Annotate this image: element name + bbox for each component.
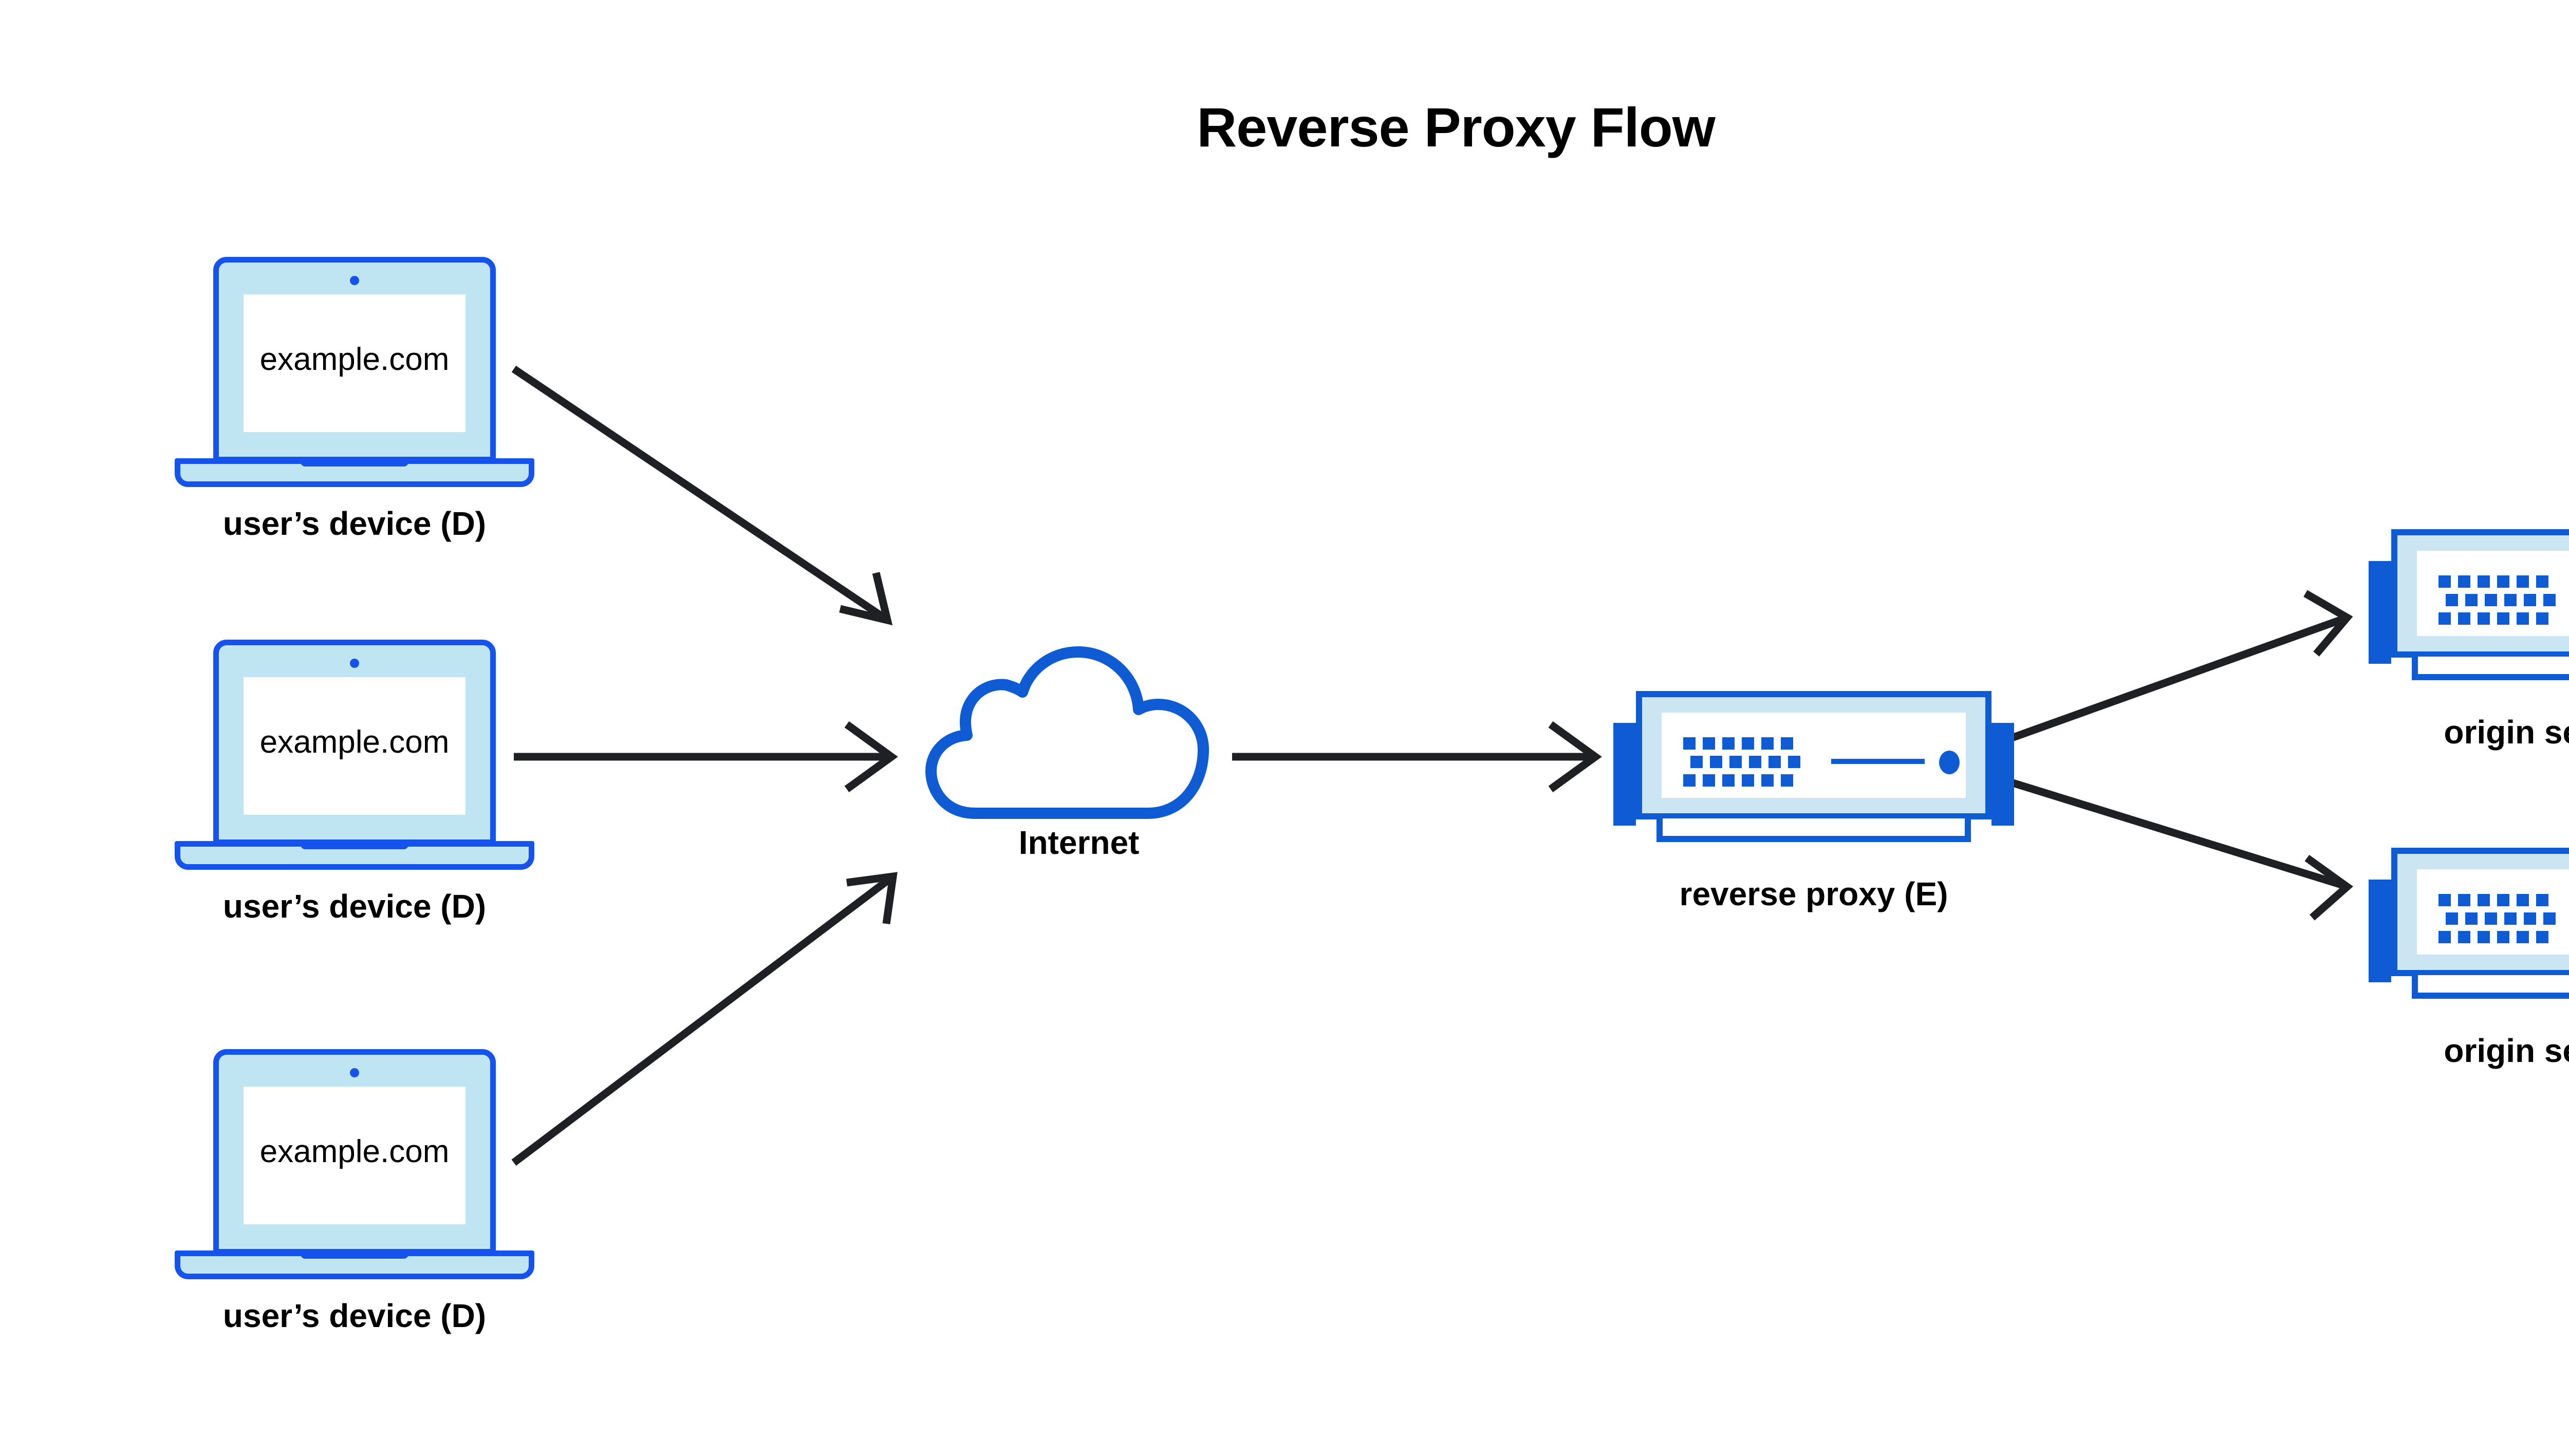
server-vent-dots xyxy=(1683,737,1801,787)
reverse-proxy-caption: reverse proxy (E) xyxy=(1679,875,1948,912)
laptop-trackpad-notch xyxy=(301,1249,408,1259)
laptop-icon: example.com xyxy=(175,1049,534,1285)
server-tab-left xyxy=(2369,880,2391,982)
server-tab-left xyxy=(1613,723,1636,826)
arrow-client3-to-internet xyxy=(511,872,898,1166)
laptop-lid: example.com xyxy=(213,1049,496,1255)
server-stand xyxy=(2412,657,2569,680)
internet-node[interactable]: Internet xyxy=(920,640,1238,861)
origin-server-node-2[interactable]: origin server (F) xyxy=(2369,848,2569,1069)
laptop-screen: example.com xyxy=(244,294,466,432)
laptop-camera-icon xyxy=(350,276,359,285)
client-caption-1: user’s device (D) xyxy=(222,505,487,542)
server-icon xyxy=(2369,529,2569,699)
laptop-trackpad-notch xyxy=(301,840,408,849)
server-body xyxy=(2391,529,2569,658)
client-node-2[interactable]: example.com user’s device (D) xyxy=(175,640,534,927)
laptop-screen-url: example.com xyxy=(259,341,450,377)
cloud-icon xyxy=(925,646,1209,819)
laptop-lid: example.com xyxy=(213,640,496,845)
client-node-3[interactable]: example.com user’s device (D) xyxy=(175,1049,534,1337)
server-vent-dots xyxy=(2438,575,2557,625)
laptop-screen-url: example.com xyxy=(259,724,450,760)
arrow-proxy-to-origin2 xyxy=(2005,777,2354,921)
client-caption-3: user’s device (D) xyxy=(222,1297,487,1334)
server-status-led-icon xyxy=(1939,751,1960,774)
arrow-client1-to-internet xyxy=(511,365,893,626)
server-icon xyxy=(2369,848,2569,1017)
arrow-client2-to-internet xyxy=(514,721,898,793)
server-slot-line xyxy=(1831,759,1925,764)
server-front-panel xyxy=(2417,551,2569,636)
laptop-camera-icon xyxy=(350,659,359,668)
internet-caption: Internet xyxy=(1018,824,1140,861)
server-body xyxy=(1636,691,1991,819)
arrow-proxy-to-origin1 xyxy=(2005,590,2353,744)
server-body xyxy=(2391,848,2569,976)
server-tab-left xyxy=(2369,561,2391,664)
server-front-panel xyxy=(1662,713,1966,798)
laptop-icon: example.com xyxy=(175,640,534,876)
laptop-screen: example.com xyxy=(244,677,466,815)
page-title: Reverse Proxy Flow xyxy=(1197,96,1715,158)
laptop-screen-url: example.com xyxy=(259,1133,450,1169)
laptop-screen: example.com xyxy=(244,1087,466,1224)
laptop-lid: example.com xyxy=(213,257,496,462)
client-caption-2: user’s device (D) xyxy=(222,888,487,925)
laptop-icon: example.com xyxy=(175,257,534,493)
client-node-1[interactable]: example.com user’s device (D) xyxy=(175,257,534,545)
origin-server-caption-1: origin server (F) xyxy=(2444,714,2569,751)
origin-server-node-1[interactable]: origin server (F) xyxy=(2369,529,2569,751)
server-front-panel xyxy=(2417,869,2569,955)
laptop-camera-icon xyxy=(350,1068,359,1077)
laptop-trackpad-notch xyxy=(301,457,408,466)
server-stand xyxy=(1656,818,1971,842)
reverse-proxy-node[interactable]: reverse proxy (E) xyxy=(1613,691,2014,912)
server-tab-right xyxy=(1991,723,2014,826)
server-stand xyxy=(2412,975,2569,999)
origin-server-caption-2: origin server (F) xyxy=(2444,1032,2569,1069)
server-icon xyxy=(1613,691,2014,861)
server-vent-dots xyxy=(2438,894,2557,943)
arrow-internet-to-proxy xyxy=(1232,721,1602,793)
